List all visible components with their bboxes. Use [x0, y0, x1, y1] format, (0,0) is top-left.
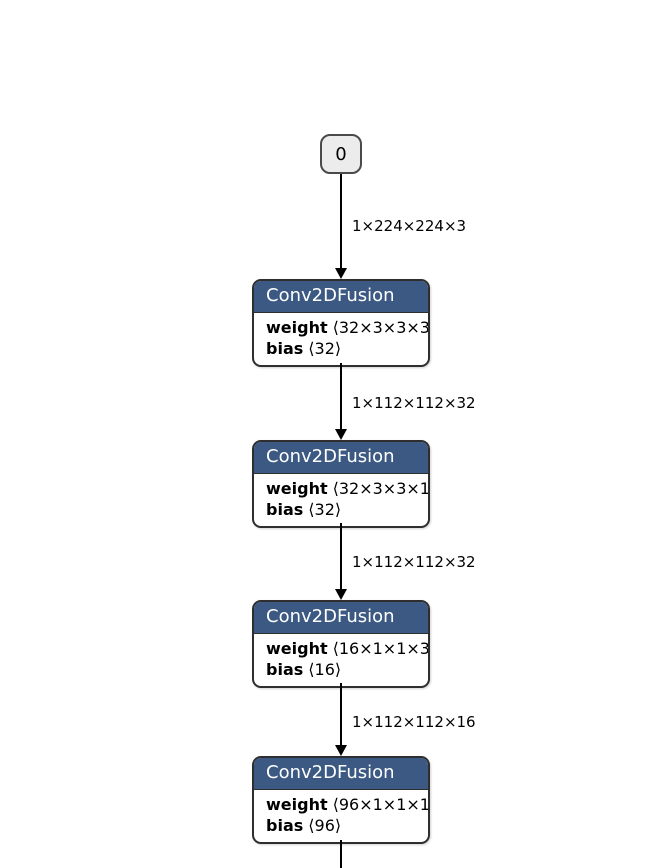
node-attributes: weight⟨32×3×3×3⟩ bias⟨32⟩	[254, 313, 428, 365]
edge-line	[340, 683, 342, 745]
edge-line	[340, 363, 342, 429]
attr-value: ⟨16×1×1×32⟩	[332, 639, 430, 658]
edge-arrowhead-icon	[335, 745, 347, 756]
tensor-shape-label: 1×112×112×16	[352, 713, 476, 731]
attr-value: ⟨32⟩	[308, 500, 342, 519]
graph-input-label: 0	[335, 143, 347, 165]
node-type-label: Conv2DFusion	[266, 606, 395, 627]
attr-name: bias	[266, 660, 304, 679]
edge-line	[340, 174, 342, 269]
attr-row-bias: bias⟨32⟩	[266, 338, 416, 359]
tensor-shape-label: 1×112×112×32	[352, 394, 476, 412]
node-type-label: Conv2DFusion	[266, 285, 395, 306]
node-attributes: weight⟨32×3×3×1⟩ bias⟨32⟩	[254, 474, 428, 526]
attr-row-weight: weight⟨96×1×1×16⟩	[266, 794, 428, 815]
graph-input-node[interactable]: 0	[320, 134, 362, 174]
edge-arrowhead-icon	[335, 268, 347, 279]
edge-arrowhead-icon	[335, 429, 347, 440]
conv2dfusion-node-3[interactable]: Conv2DFusion weight⟨16×1×1×32⟩ bias⟨16⟩	[252, 600, 430, 688]
node-type-label: Conv2DFusion	[266, 446, 395, 467]
tensor-shape-label: 1×224×224×3	[352, 217, 467, 235]
attr-value: ⟨32×3×3×1⟩	[332, 479, 430, 498]
node-header[interactable]: Conv2DFusion	[254, 281, 428, 313]
node-header[interactable]: Conv2DFusion	[254, 602, 428, 634]
node-header[interactable]: Conv2DFusion	[254, 442, 428, 474]
conv2dfusion-node-1[interactable]: Conv2DFusion weight⟨32×3×3×3⟩ bias⟨32⟩	[252, 279, 430, 367]
attr-name: weight	[266, 479, 328, 498]
edge-line	[340, 523, 342, 589]
attr-row-weight: weight⟨16×1×1×32⟩	[266, 638, 428, 659]
attr-row-bias: bias⟨96⟩	[266, 815, 416, 836]
attr-row-weight: weight⟨32×3×3×1⟩	[266, 478, 428, 499]
attr-name: bias	[266, 816, 304, 835]
node-attributes: weight⟨96×1×1×16⟩ bias⟨96⟩	[254, 790, 428, 842]
attr-name: weight	[266, 318, 328, 337]
edge-arrowhead-icon	[335, 589, 347, 600]
edge-line	[340, 840, 342, 868]
attr-name: bias	[266, 339, 304, 358]
attr-value: ⟨96⟩	[308, 816, 342, 835]
attr-name: weight	[266, 639, 328, 658]
conv2dfusion-node-4[interactable]: Conv2DFusion weight⟨96×1×1×16⟩ bias⟨96⟩	[252, 756, 430, 844]
attr-value: ⟨96×1×1×16⟩	[332, 795, 430, 814]
node-attributes: weight⟨16×1×1×32⟩ bias⟨16⟩	[254, 634, 428, 686]
attr-value: ⟨16⟩	[308, 660, 342, 679]
attr-value: ⟨32×3×3×3⟩	[332, 318, 430, 337]
attr-name: weight	[266, 795, 328, 814]
tensor-shape-label: 1×112×112×32	[352, 553, 476, 571]
node-type-label: Conv2DFusion	[266, 762, 395, 783]
node-header[interactable]: Conv2DFusion	[254, 758, 428, 790]
attr-value: ⟨32⟩	[308, 339, 342, 358]
conv2dfusion-node-2[interactable]: Conv2DFusion weight⟨32×3×3×1⟩ bias⟨32⟩	[252, 440, 430, 528]
attr-row-weight: weight⟨32×3×3×3⟩	[266, 317, 428, 338]
attr-name: bias	[266, 500, 304, 519]
attr-row-bias: bias⟨16⟩	[266, 659, 416, 680]
attr-row-bias: bias⟨32⟩	[266, 499, 416, 520]
